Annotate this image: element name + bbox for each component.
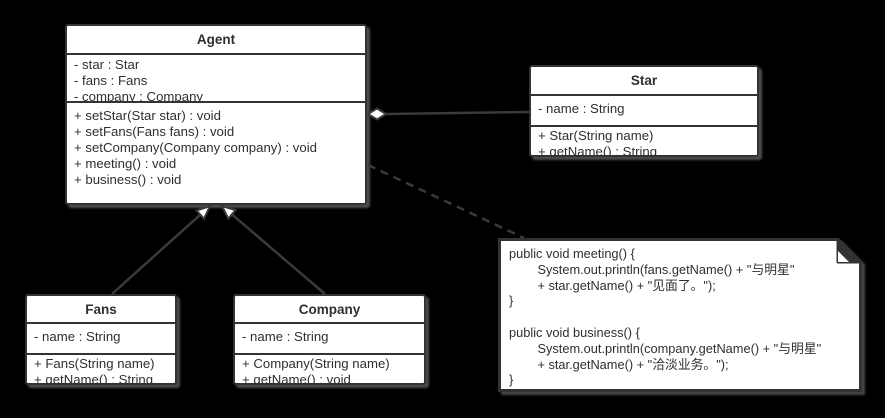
- class-attributes-compartment: - name : String: [27, 322, 175, 353]
- method-row: + setCompany(Company company) : void: [74, 140, 317, 155]
- method-row: + Fans(String name): [34, 356, 155, 371]
- attribute-row: - fans : Fans: [74, 73, 148, 88]
- method-row: + Company(String name): [242, 356, 390, 371]
- class-methods-compartment: + Company(String name) + getName() : voi…: [235, 353, 424, 383]
- method-row: + getName() : String: [34, 372, 154, 383]
- code-line: + star.getName() + "洽淡业务。");: [509, 356, 729, 372]
- note-code-text: public void meeting() { System.out.print…: [509, 246, 836, 388]
- class-attributes-compartment: - star : Star - fans : Fans - company : …: [67, 53, 365, 101]
- class-title: Star: [630, 73, 658, 88]
- class-methods-compartment: + Star(String name) + getName() : String: [531, 125, 757, 155]
- attribute-row: - name : String: [34, 329, 121, 344]
- code-line: [509, 309, 836, 325]
- attribute-row: - company : Company: [74, 89, 203, 101]
- class-methods-compartment: + Fans(String name) + getName() : String: [27, 353, 175, 383]
- class-box-agent[interactable]: Agent - star : Star - fans : Fans - comp…: [65, 24, 367, 205]
- class-title: Agent: [196, 32, 236, 47]
- method-row: + meeting() : void: [74, 156, 177, 171]
- generalization-line-fans-agent[interactable]: [111, 213, 202, 295]
- code-note[interactable]: public void meeting() { System.out.print…: [498, 238, 862, 392]
- aggregation-diamond-icon: [366, 107, 388, 121]
- code-line: System.out.println(fans.getName() + "与明星…: [509, 261, 795, 277]
- attribute-row: - name : String: [538, 101, 625, 116]
- code-line: public void meeting() {: [509, 246, 635, 261]
- code-line: }: [509, 293, 514, 309]
- code-line: + star.getName() + "见面了。");: [509, 277, 716, 293]
- method-row: + business() : void: [74, 172, 182, 187]
- class-title: Fans: [85, 301, 117, 317]
- method-row: + Star(String name): [538, 128, 654, 143]
- attribute-row: - star : Star: [74, 57, 140, 72]
- class-box-fans[interactable]: Fans - name : String + Fans(String name)…: [25, 294, 177, 385]
- aggregation-line-agent-star[interactable]: [385, 110, 530, 116]
- note-fold-corner-icon: [836, 238, 862, 264]
- generalization-triangle-icon-left: [194, 204, 212, 221]
- class-title: Company: [298, 301, 361, 317]
- generalization-triangle-icon-right: [220, 204, 238, 221]
- method-row: + setStar(Star star) : void: [74, 108, 221, 123]
- code-line: public void business() {: [509, 324, 640, 340]
- code-line: }: [509, 372, 514, 388]
- class-box-star[interactable]: Star - name : String + Star(String name)…: [529, 65, 759, 157]
- method-row: + getName() : void: [242, 372, 351, 383]
- generalization-line-company-agent[interactable]: [231, 213, 326, 295]
- attribute-row: - name : String: [242, 329, 329, 344]
- class-methods-compartment: + setStar(Star star) : void + setFans(Fa…: [67, 101, 365, 203]
- note-anchor-dashed-line[interactable]: [367, 163, 525, 240]
- class-attributes-compartment: - name : String: [235, 322, 424, 353]
- class-box-company[interactable]: Company - name : String + Company(String…: [233, 294, 426, 385]
- code-line: System.out.println(company.getName() + "…: [509, 340, 822, 356]
- class-attributes-compartment: - name : String: [531, 94, 757, 125]
- note-shape: [498, 238, 862, 392]
- method-row: + setFans(Fans fans) : void: [74, 124, 235, 139]
- method-row: + getName() : String: [538, 144, 658, 155]
